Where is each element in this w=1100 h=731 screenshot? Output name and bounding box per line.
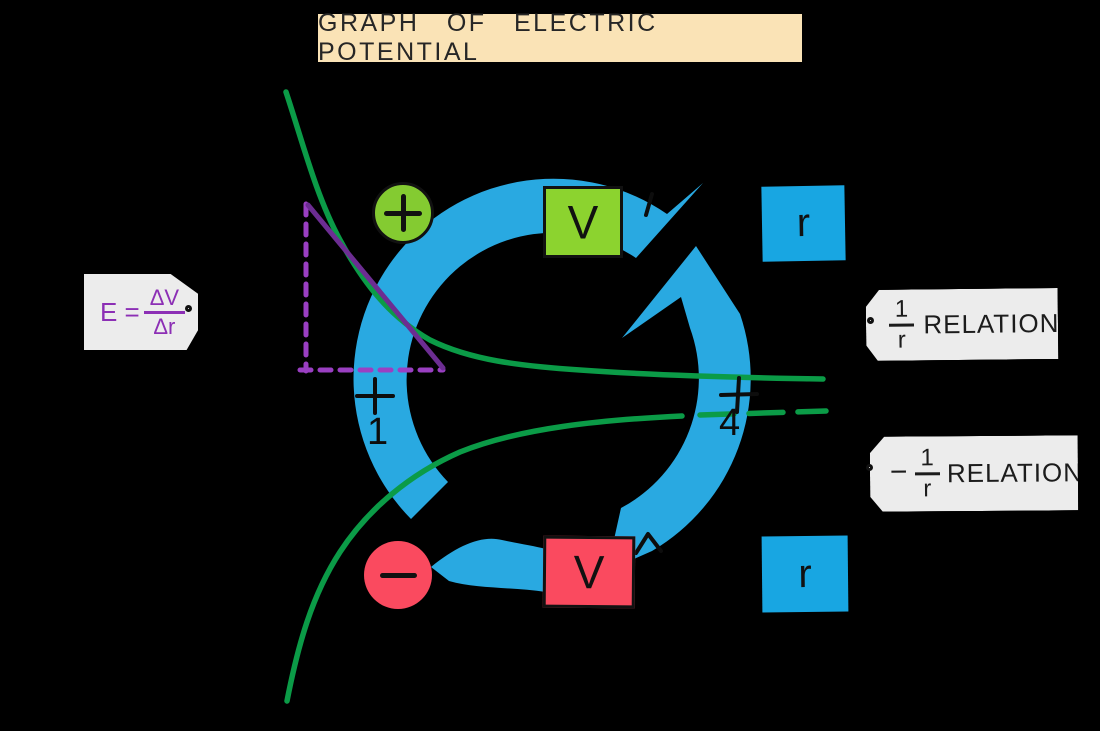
arrow-tip-slash-mark xyxy=(644,192,654,217)
formula-fraction: ΔV Δr xyxy=(143,284,186,339)
up-caret-mark xyxy=(634,532,663,555)
tag-hole-icon xyxy=(185,305,192,312)
tick-label-1: 1 xyxy=(367,411,388,453)
formula-numerator: ΔV xyxy=(149,284,180,310)
fraction-bar xyxy=(143,310,186,314)
positive-potential-curve xyxy=(283,89,826,382)
plus-icon xyxy=(384,194,422,232)
minus-to-v-connector-arrow xyxy=(431,538,546,592)
relation-minus-sign: − xyxy=(889,454,908,489)
radius-box-bottom: r xyxy=(761,535,849,613)
one-over-r-relation-tag: 1 r RELATION xyxy=(866,288,1059,361)
tangent-line xyxy=(305,202,446,371)
relation-denominator: r xyxy=(897,326,906,354)
tick-mark-right-cross xyxy=(719,392,759,397)
negative-one-over-r-relation-tag: − 1 r RELATION xyxy=(870,435,1079,511)
formula-lhs: E = xyxy=(99,296,140,327)
cycle-arrow-right-arc xyxy=(607,246,751,571)
cycle-arrow-top-arc xyxy=(353,178,703,519)
page-title: GRAPH OF ELECTRIC POTENTIAL xyxy=(318,9,658,66)
relation-word: RELATION xyxy=(946,457,1084,489)
relation-fraction: 1 r xyxy=(892,298,912,353)
title-banner: GRAPH OF ELECTRIC POTENTIAL xyxy=(318,9,802,66)
relation-numerator: 1 xyxy=(920,444,934,472)
minus-icon xyxy=(379,572,417,578)
tag-hole-icon xyxy=(866,464,873,471)
relation-numerator: 1 xyxy=(894,295,909,323)
negative-charge-circle xyxy=(364,541,432,609)
tag-hole-icon xyxy=(867,317,874,324)
negative-curve-asymptote-dashes xyxy=(697,408,829,418)
potential-box-negative: V xyxy=(542,535,636,609)
relation-denominator: r xyxy=(923,475,932,503)
tick-label-4: 4 xyxy=(719,402,740,444)
radius-box-top-label: r xyxy=(796,200,811,246)
potential-box-negative-label: V xyxy=(573,545,605,599)
negative-potential-curve xyxy=(284,413,685,704)
radius-box-top: r xyxy=(761,185,846,262)
relation-word: RELATION xyxy=(923,307,1060,340)
potential-box-positive-label: V xyxy=(567,195,599,249)
radius-box-bottom-label: r xyxy=(798,551,812,596)
field-gradient-formula-tag: E = ΔV Δr xyxy=(84,274,198,350)
positive-charge-circle xyxy=(372,182,434,244)
relation-fraction: 1 r xyxy=(917,446,937,501)
potential-box-positive: V xyxy=(543,186,623,258)
formula-denominator: Δr xyxy=(153,313,176,339)
